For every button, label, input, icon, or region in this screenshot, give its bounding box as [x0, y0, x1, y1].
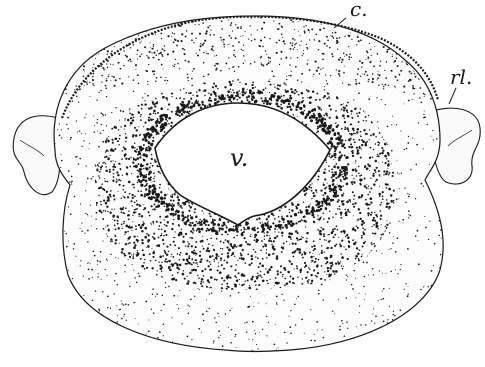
left-lateral-flap — [13, 116, 60, 195]
label-rl-leader — [449, 88, 456, 104]
label-ventricle: v. — [230, 144, 248, 172]
label-rl: rl. — [450, 65, 472, 89]
label-c: c. — [350, 0, 368, 21]
